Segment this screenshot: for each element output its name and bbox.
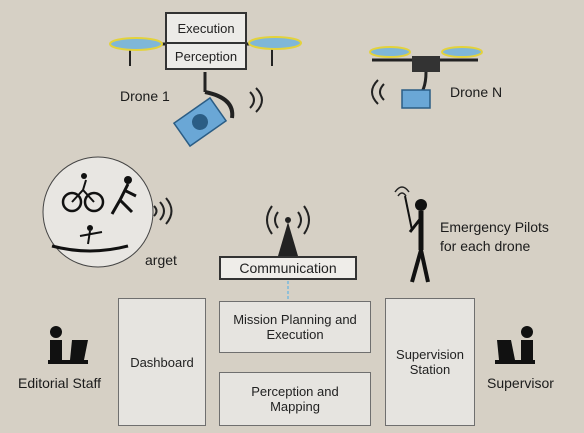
target-label: arget [145, 252, 177, 268]
emergency-pilots-label: Emergency Pilots for each drone [440, 218, 549, 256]
editorial-staff-icon [48, 326, 88, 364]
supervisor-label: Supervisor [487, 375, 554, 391]
dashboard-label: Dashboard [130, 354, 194, 370]
perception-mapping-line2: Mapping [270, 399, 320, 414]
supervisor-icon [495, 326, 535, 364]
execution-module: Execution [169, 16, 243, 40]
mission-planning-box: Mission Planning and Execution [219, 301, 371, 353]
drone-1-module-stack: Execution Perception [165, 12, 247, 70]
supervision-station-box: Supervision Station [385, 298, 475, 426]
emergency-label-line2: for each drone [440, 238, 531, 254]
supervision-label-line1: Supervision [396, 347, 464, 362]
drone-n-label: Drone N [450, 84, 503, 100]
perception-module: Perception [169, 44, 243, 68]
perception-mapping-box: Perception and Mapping [219, 372, 371, 426]
editorial-staff-label: Editorial Staff [18, 375, 102, 391]
target-icon [42, 156, 173, 268]
drone-1-icon [109, 36, 302, 148]
execution-label: Execution [177, 20, 235, 36]
dashboard-box: Dashboard [118, 298, 206, 426]
supervision-label-line2: Station [409, 362, 451, 377]
perception-mapping-line1: Perception and [251, 384, 339, 399]
antenna-icon [266, 205, 310, 300]
mission-label-line2: Execution [266, 327, 324, 342]
drone-1-label: Drone 1 [120, 88, 170, 104]
mission-label-line1: Mission Planning and [233, 312, 357, 327]
drone-n-icon [369, 46, 483, 109]
emergency-label-line1: Emergency Pilots [440, 219, 549, 235]
communication-label: Communication [239, 259, 337, 276]
communication-box: Communication [219, 256, 357, 280]
emergency-pilot-icon [394, 186, 430, 283]
perception-label: Perception [174, 48, 238, 64]
